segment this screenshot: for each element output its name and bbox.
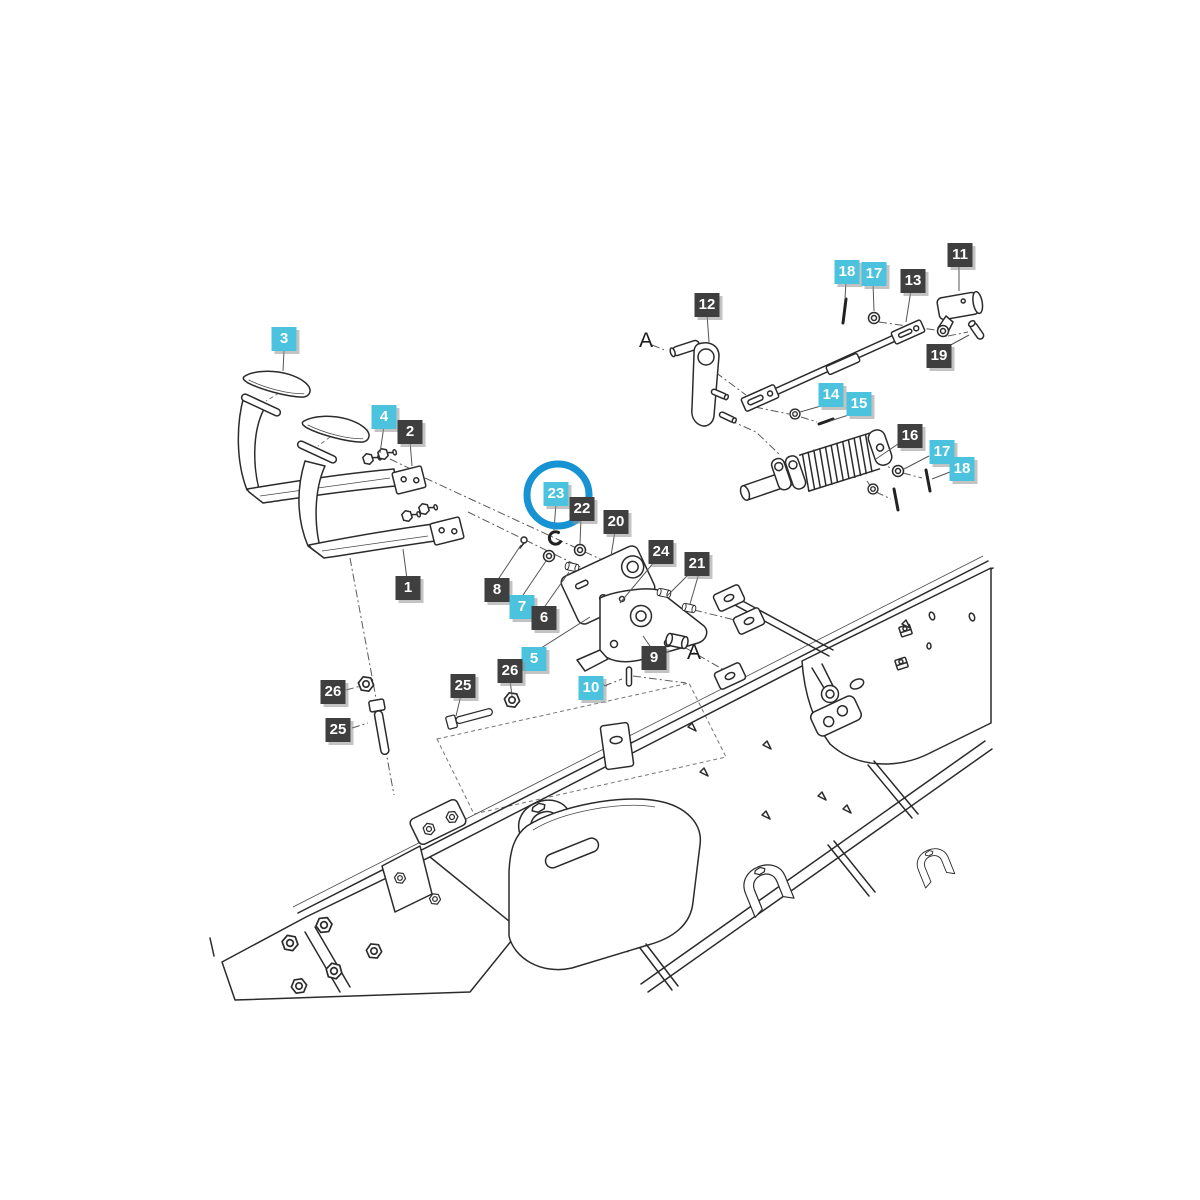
part-label-13: 13 bbox=[900, 269, 926, 293]
part-label-3: 3 bbox=[271, 327, 297, 351]
part-label-10: 10 bbox=[578, 676, 604, 700]
part-label-18-right: 18 bbox=[949, 457, 975, 481]
nut-part26 bbox=[356, 675, 376, 693]
part-label-19: 19 bbox=[926, 344, 952, 368]
part-label-24: 24 bbox=[648, 540, 674, 564]
part-label-16: 16 bbox=[897, 424, 923, 448]
part-label-9: 9 bbox=[641, 646, 667, 670]
part-label-17-right: 17 bbox=[929, 440, 955, 464]
part-label-26-left: 26 bbox=[320, 680, 346, 704]
part-label-20: 20 bbox=[603, 510, 629, 534]
highlight-circle-part-23 bbox=[523, 460, 593, 530]
bolt-part25 bbox=[367, 698, 394, 757]
pin-part10 bbox=[625, 666, 633, 687]
pivot-small-parts bbox=[519, 530, 708, 687]
washer-part17 bbox=[867, 311, 881, 325]
pedal-mount-plate-part2 bbox=[391, 465, 427, 495]
washer-part22 bbox=[573, 543, 587, 557]
part-label-12: 12 bbox=[694, 293, 720, 317]
part-label-4: 4 bbox=[371, 405, 397, 429]
cotter-pin-part18 bbox=[841, 297, 848, 325]
part-label-26-right: 26 bbox=[497, 659, 523, 683]
part-label-23-highlighted: 23 bbox=[543, 482, 569, 506]
part-label-1: 1 bbox=[395, 576, 421, 600]
frame-left-plate bbox=[221, 856, 521, 1001]
part-label-25-right: 25 bbox=[450, 674, 476, 698]
pedal-assembly bbox=[237, 359, 465, 559]
part-label-15: 15 bbox=[846, 392, 872, 416]
part-label-7: 7 bbox=[509, 595, 535, 619]
snap-ring-part23 bbox=[547, 530, 562, 546]
pin-part15 bbox=[817, 417, 835, 426]
frame-rounded-panel bbox=[508, 798, 702, 971]
cotter-pin-part18b bbox=[924, 468, 932, 493]
crank-lever-part12 bbox=[669, 339, 737, 427]
part-label-22: 22 bbox=[569, 497, 595, 521]
washer-part7 bbox=[542, 549, 556, 563]
part-label-5: 5 bbox=[521, 647, 547, 671]
part-label-8: 8 bbox=[484, 578, 510, 602]
part-label-2: 2 bbox=[397, 420, 423, 444]
part-label-21: 21 bbox=[684, 552, 710, 576]
clevis-part11 bbox=[936, 290, 984, 338]
part-label-25-left: 25 bbox=[325, 718, 351, 742]
ref-letter-a-bushing: A bbox=[686, 641, 702, 664]
washer-part14 bbox=[789, 408, 801, 420]
chassis-frame bbox=[209, 555, 994, 1001]
spring-assembly-part16 bbox=[739, 429, 893, 501]
part-label-17-top: 17 bbox=[861, 262, 887, 286]
part-label-14: 14 bbox=[818, 383, 844, 407]
pin-part19 bbox=[967, 320, 985, 340]
ref-letter-a-lever: A bbox=[638, 329, 654, 352]
mount-hardware bbox=[356, 675, 522, 757]
rod-part13 bbox=[740, 319, 926, 412]
part-label-18-top: 18 bbox=[834, 260, 860, 284]
washer-part17b bbox=[891, 464, 905, 478]
linkage-assembly bbox=[669, 290, 985, 512]
pin-part8 bbox=[520, 536, 528, 544]
part-label-6: 6 bbox=[531, 606, 557, 630]
part-label-11: 11 bbox=[947, 243, 973, 267]
